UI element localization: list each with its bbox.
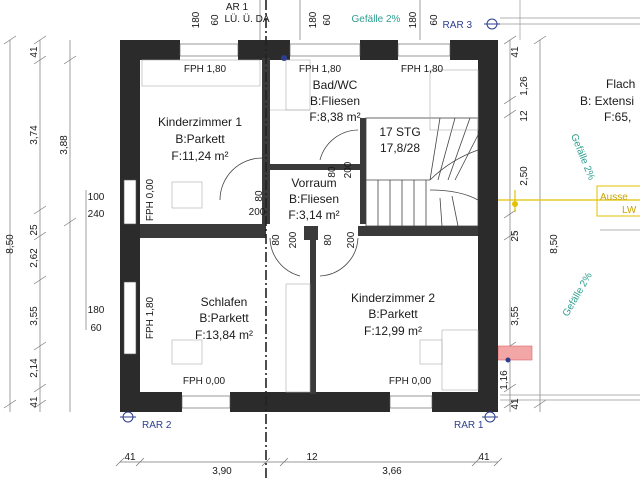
svg-text:1,26: 1,26 (519, 76, 530, 96)
stair-count: 17 STG (379, 125, 420, 139)
svg-text:80: 80 (271, 234, 282, 246)
rar-markers (120, 18, 500, 423)
yellow-gutter-line (490, 185, 640, 217)
vorraum-floor: B:Fliesen (289, 192, 339, 206)
svg-text:41: 41 (510, 398, 521, 410)
svg-text:200: 200 (249, 207, 266, 218)
svg-text:41: 41 (124, 452, 136, 463)
svg-text:41: 41 (510, 46, 521, 58)
top-dims: 180 60 180 60 180 60 (191, 11, 440, 28)
flach-area: F:65, (604, 110, 631, 124)
marker-dot (505, 357, 511, 363)
bad-area: F:8,38 m² (309, 110, 360, 124)
flach-name: Flach (606, 77, 635, 91)
svg-text:60: 60 (322, 14, 333, 26)
door-swings (219, 129, 359, 277)
side-window-left: FPH 0,00 (145, 178, 156, 221)
windows (123, 43, 451, 409)
svg-text:3,74: 3,74 (29, 125, 40, 145)
svg-text:2,14: 2,14 (29, 358, 40, 378)
flach-floor: B: Extensi (580, 94, 634, 108)
rar3-label: RAR 3 (443, 20, 473, 31)
svg-text:60: 60 (90, 323, 102, 334)
lu-label: LÜ. Ü. DA (224, 13, 269, 25)
blue-point (281, 55, 287, 61)
kinder1-name: Kinderzimmer 1 (158, 115, 242, 129)
gefaelle-top: Gefälle 2% (352, 14, 401, 25)
vorraum-name: Vorraum (291, 176, 336, 190)
ar-label: AR 1 (226, 2, 249, 13)
exterior-walls (120, 40, 498, 412)
svg-text:200: 200 (343, 161, 354, 178)
svg-text:41: 41 (478, 452, 490, 463)
furniture (141, 59, 479, 393)
svg-text:12: 12 (306, 452, 318, 463)
kinder1-window: FPH 1,80 (184, 64, 227, 75)
schlafen-name: Schlafen (201, 295, 248, 309)
svg-text:180: 180 (308, 11, 319, 28)
svg-text:25: 25 (510, 230, 521, 242)
kinder2-area: F:12,99 m² (364, 324, 422, 338)
kinder2-window-bottom: FPH 0,00 (389, 376, 432, 387)
kinder1-area: F:11,24 m² (171, 149, 228, 163)
stair-ratio: 17,8/28 (380, 141, 420, 155)
bad-window-right: FPH 1,80 (401, 64, 444, 75)
rar1-label: RAR 1 (454, 420, 484, 431)
lw-label: LW (622, 205, 637, 216)
left-dims: 8,50 41 3,74 25 2,62 3,55 2,14 41 3,88 1… (5, 46, 105, 408)
svg-text:200: 200 (288, 231, 299, 248)
svg-text:100: 100 (88, 192, 105, 203)
svg-text:8,50: 8,50 (5, 234, 16, 254)
svg-text:3,55: 3,55 (29, 306, 40, 326)
bottom-dims: 41 3,90 12 3,66 41 (124, 452, 490, 477)
svg-text:180: 180 (408, 11, 419, 28)
pink-marker (497, 345, 533, 361)
svg-text:240: 240 (88, 209, 105, 220)
svg-text:2,62: 2,62 (29, 248, 40, 268)
bad-floor: B:Fliesen (310, 94, 360, 108)
dimension-lines (3, 0, 547, 467)
svg-text:180: 180 (191, 11, 202, 28)
svg-text:60: 60 (210, 14, 221, 26)
ausse-label: Ausse (600, 192, 628, 203)
svg-text:180: 180 (88, 305, 105, 316)
kinder2-floor: B:Parkett (368, 307, 418, 321)
roof-edges (500, 0, 640, 401)
svg-text:8,50: 8,50 (549, 234, 560, 254)
svg-text:12: 12 (519, 110, 530, 122)
kinder1-floor: B:Parkett (175, 132, 225, 146)
svg-text:3,88: 3,88 (59, 135, 70, 155)
gefaelle-right2: Gefälle 2% (561, 271, 595, 319)
svg-text:41: 41 (29, 46, 40, 58)
door-dims: 80 200 200 80 200 80 200 80 (249, 161, 357, 248)
svg-text:3,66: 3,66 (382, 466, 402, 477)
svg-text:25: 25 (29, 224, 40, 236)
svg-text:200: 200 (346, 231, 357, 248)
rar2-label: RAR 2 (142, 420, 172, 431)
schlafen-window-side: FPH 1,80 (145, 296, 156, 339)
svg-text:80: 80 (323, 234, 334, 246)
svg-text:1,16: 1,16 (499, 370, 510, 390)
right-dims: 1,26 12 2,50 25 3,55 1,16 41 41 8,50 (499, 46, 560, 410)
svg-text:3,90: 3,90 (212, 466, 232, 477)
kinder2-name: Kinderzimmer 2 (351, 291, 435, 305)
gefaelle-right1: Gefälle 2% (568, 132, 597, 182)
svg-text:41: 41 (29, 396, 40, 408)
schlafen-area: F:13,84 m² (195, 328, 253, 342)
bad-window-left: FPH 1,80 (299, 64, 342, 75)
schlafen-floor: B:Parkett (199, 311, 249, 325)
svg-text:60: 60 (429, 14, 440, 26)
svg-text:80: 80 (254, 190, 265, 202)
svg-text:3,55: 3,55 (510, 306, 521, 326)
schlafen-window-bottom: FPH 0,00 (183, 376, 226, 387)
svg-text:80: 80 (327, 166, 338, 178)
svg-text:2,50: 2,50 (519, 166, 530, 186)
stair (365, 117, 479, 227)
vorraum-area: F:3,14 m² (288, 208, 339, 222)
bad-name: Bad/WC (313, 78, 358, 92)
